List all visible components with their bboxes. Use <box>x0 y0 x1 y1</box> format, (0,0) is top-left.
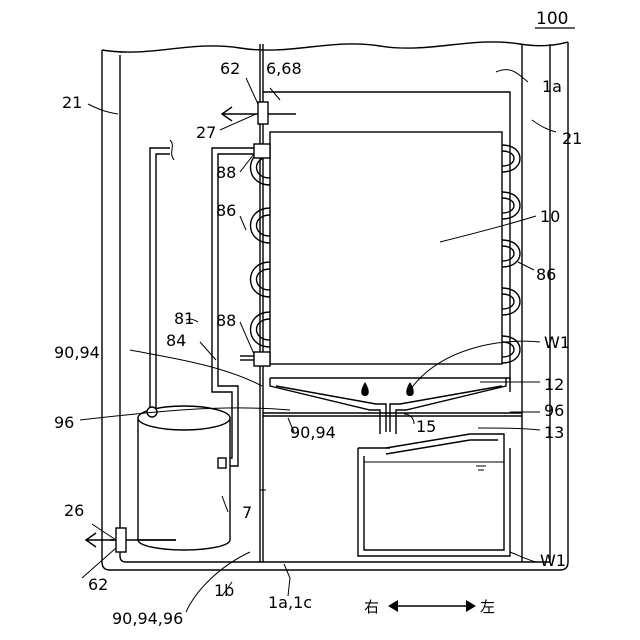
label-10: 10 <box>540 207 560 226</box>
pipe-81 <box>150 148 170 412</box>
coil-right <box>502 145 520 363</box>
connector-88-bottom <box>254 352 270 366</box>
label-96-right: 96 <box>544 401 564 420</box>
label-81: 81 <box>174 309 194 328</box>
label-90-94-left: 90,94 <box>54 343 100 362</box>
label-84: 84 <box>166 331 186 350</box>
label-88-top: 88 <box>216 163 236 182</box>
label-26: 26 <box>64 501 84 520</box>
label-1a-1c: 1a,1c <box>268 593 312 612</box>
water-level-mark <box>476 466 486 470</box>
label-62-top: 62 <box>220 59 240 78</box>
direction-right-label: 右 <box>364 598 379 616</box>
label-15: 15 <box>416 417 436 436</box>
label-90-94-96: 90,94,96 <box>112 609 183 628</box>
fitting-62-bottom <box>116 528 126 552</box>
evaporator-10 <box>270 132 502 364</box>
label-7: 7 <box>242 503 252 522</box>
water-drop-left <box>361 382 369 396</box>
label-90-94-mid: 90,94 <box>290 423 336 442</box>
label-86-right: 86 <box>536 265 556 284</box>
direction-arrow-head-right <box>466 600 476 612</box>
housing-break-line <box>102 42 568 52</box>
figure-number: 100 <box>536 9 568 29</box>
label-88-bottom: 88 <box>216 311 236 330</box>
label-21-right: 21 <box>562 129 582 148</box>
label-13: 13 <box>544 423 564 442</box>
connector-88-top <box>254 144 270 158</box>
water-drop-right <box>406 382 414 396</box>
label-1a-top: 1a <box>542 77 562 96</box>
tray-13-lid <box>386 434 504 456</box>
tray-13 <box>358 448 510 556</box>
label-6-68: 6,68 <box>266 59 302 78</box>
tank-7 <box>138 406 230 550</box>
label-27: 27 <box>196 123 216 142</box>
label-12: 12 <box>544 375 564 394</box>
label-62-bottom: 62 <box>88 575 108 594</box>
pipe-81-inner <box>156 154 170 412</box>
pipe-81-break <box>170 140 174 160</box>
label-21-left: 21 <box>62 93 82 112</box>
direction-arrow-head-left <box>388 600 398 612</box>
label-W1-top: W1 <box>544 333 570 352</box>
label-96-left: 96 <box>54 413 74 432</box>
label-W1-bottom: W1 <box>540 551 566 570</box>
label-86-left: 86 <box>216 201 236 220</box>
fitting-62-top <box>258 102 268 124</box>
direction-left-label: 左 <box>480 598 495 616</box>
label-1b: 1b <box>214 581 234 600</box>
